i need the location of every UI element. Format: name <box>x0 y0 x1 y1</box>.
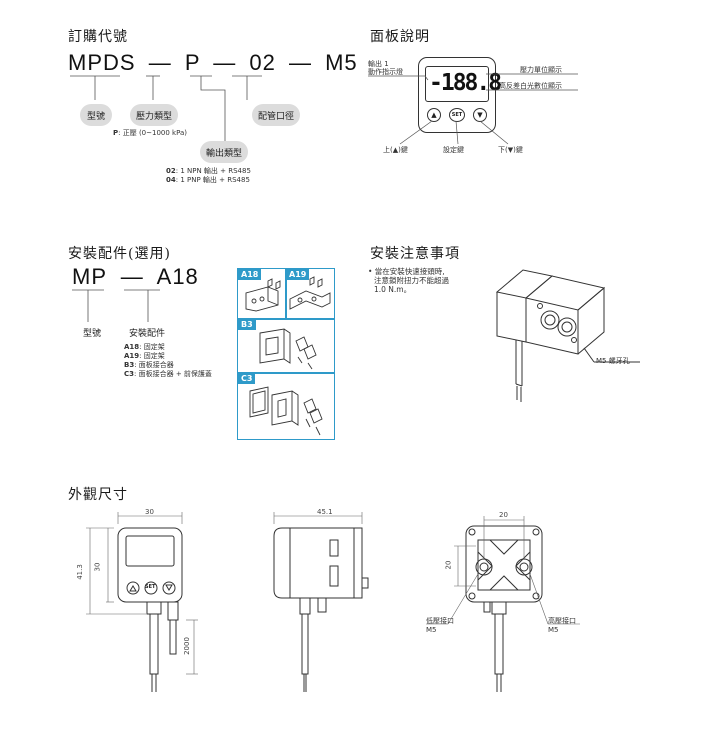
install-title: 安裝注意事項 <box>370 246 460 262</box>
acc-code-dash: — <box>120 264 144 289</box>
kit-c3-label: C3 <box>238 373 256 384</box>
acc-code-kit: A18 <box>156 264 199 289</box>
acc-item-c3: C3: 面板接合器 + 前保護蓋 <box>124 370 212 378</box>
pressure-desc: P: 正壓 (0~1000 kPa) <box>113 129 188 137</box>
accessory-title: 安裝配件(選用) <box>68 246 171 262</box>
acc-item-b3: B3: 面板接合器 <box>124 361 174 369</box>
bracket-icon <box>245 278 281 312</box>
output-led-label-1: 輸出 1 <box>368 60 389 68</box>
up-key-label: 上(▲)鍵 <box>383 146 408 154</box>
code-dash: — <box>288 50 312 75</box>
code-pressure: P <box>184 50 201 75</box>
output-led-label-2: 動作指示燈 <box>368 68 403 76</box>
down-button[interactable]: ▼ <box>473 108 487 122</box>
label-output-type: 輸出類型 <box>200 141 248 163</box>
code-output: 02 <box>249 50 276 75</box>
kit-a18: A18 <box>237 268 287 320</box>
label-pressure-type: 壓力類型 <box>130 104 178 126</box>
low-pressure-port-size: M5 <box>426 626 437 634</box>
triangle-down-icon: ▼ <box>477 111 483 119</box>
panel-adapter-icon <box>259 328 317 370</box>
bracket-icon <box>289 276 331 310</box>
acc-item-a18: A18: 固定架 <box>124 343 165 351</box>
panel-title: 面板說明 <box>370 29 430 45</box>
order-code-line: MPDS — P — 02 — M5 <box>68 50 358 76</box>
low-pressure-port-label: 低壓接口 <box>426 617 454 625</box>
kit-b3-label: B3 <box>238 319 256 330</box>
front-set-text: SET <box>145 584 156 590</box>
install-note-2: 注意鎖附扭力不能超過 <box>374 276 449 285</box>
acc-label-kit: 安裝配件 <box>128 328 165 339</box>
set-key-label: 設定鍵 <box>443 146 464 154</box>
dimensions-title: 外觀尺寸 <box>68 487 128 503</box>
kit-a18-label: A18 <box>238 269 262 280</box>
high-pressure-port-label: 高壓接口 <box>548 617 576 625</box>
dim-back-spacing-v: 20 <box>444 560 453 570</box>
dim-side-width: 45.1 <box>317 508 333 516</box>
code-port: M5 <box>325 50 358 75</box>
kit-c3: C3 <box>237 372 335 440</box>
code-model: MPDS <box>68 50 136 75</box>
up-button[interactable]: ▲ <box>427 108 441 122</box>
output-desc-04: 04: 1 PNP 輸出 + RS485 <box>166 176 250 184</box>
code-dash: — <box>213 50 237 75</box>
label-model: 型號 <box>80 104 112 126</box>
accessory-code-line: MP — A18 <box>72 264 199 290</box>
kit-a19-label: A19 <box>286 269 310 280</box>
dim-front-width: 30 <box>145 508 154 516</box>
install-note-1: • 當在安裝快速接頭時, <box>368 267 445 276</box>
down-key-label: 下(▼)鍵 <box>498 146 523 154</box>
unit-label: 壓力單位顯示 <box>520 66 562 74</box>
install-note-3: 1.0 N.m。 <box>374 285 412 294</box>
m5-thread-label: M5 螺牙孔 <box>596 357 630 365</box>
acc-item-a19: A19: 固定架 <box>124 352 165 360</box>
order-code-title: 訂購代號 <box>68 29 128 45</box>
kit-b3: B3 <box>237 318 335 374</box>
set-button[interactable]: SET <box>449 108 465 122</box>
display-label: 高反差白光數位顯示 <box>499 82 562 90</box>
code-dash: — <box>148 50 172 75</box>
acc-label-model: 型號 <box>82 328 101 339</box>
dim-back-spacing-h: 20 <box>499 511 508 519</box>
output-desc-02: 02: 1 NPN 輸出 + RS485 <box>166 167 251 175</box>
acc-code-model: MP <box>72 264 107 289</box>
panel-adapter-cover-icon <box>249 386 323 436</box>
triangle-up-icon: ▲ <box>431 111 437 119</box>
kit-a19: A19 <box>285 268 335 320</box>
high-pressure-port-size: M5 <box>548 626 559 634</box>
label-port-size: 配管口徑 <box>252 104 300 126</box>
